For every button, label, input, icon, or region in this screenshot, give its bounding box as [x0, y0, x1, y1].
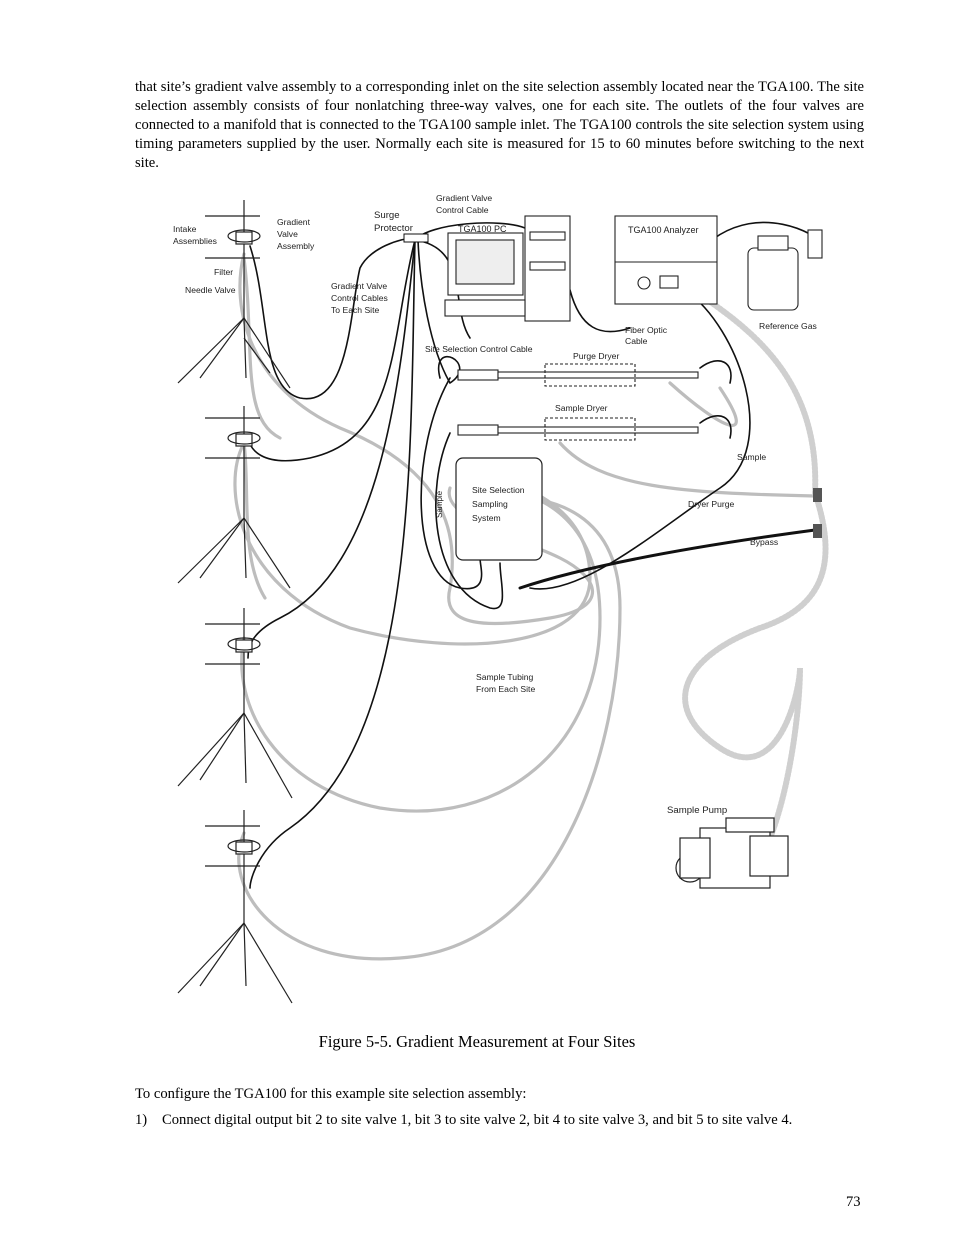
sample-dryer — [457, 417, 699, 441]
label-gradient: Gradient — [277, 217, 311, 227]
label-site-sel-cable: Site Selection Control Cable — [425, 344, 533, 354]
label-needle-valve: Needle Valve — [185, 285, 236, 295]
intake-mast-1 — [177, 200, 291, 389]
label-bypass: Bypass — [750, 537, 778, 547]
surge-protector — [403, 233, 429, 243]
label-gv-cables-2: Control Cables — [331, 293, 388, 303]
step-number: 1) — [135, 1112, 148, 1128]
label-protector: Protector — [374, 223, 414, 234]
tga100-pc — [444, 215, 571, 322]
label-gv-control-cable-2: Control Cable — [436, 205, 489, 215]
label-sample-dryer: Sample Dryer — [555, 403, 608, 413]
label-sss-2: Sampling — [472, 499, 508, 509]
site-selection-box — [455, 457, 543, 561]
page-number: 73 — [846, 1194, 861, 1210]
gradient-measurement-figure: Intake Assemblies Gradient Valve Assembl… — [160, 188, 840, 1008]
manifold-connector — [813, 488, 822, 502]
label-sss-1: Site Selection — [472, 485, 525, 495]
label-reference-gas: Reference Gas — [759, 321, 817, 331]
label-filter: Filter — [214, 267, 233, 277]
label-sss-3: System — [472, 513, 501, 523]
label-surge: Surge — [374, 210, 400, 221]
step-text: Connect digital output bit 2 to site val… — [162, 1112, 793, 1128]
intake-mast-3 — [177, 608, 293, 799]
label-gv-cables-3: To Each Site — [331, 305, 379, 315]
config-intro: To configure the TGA100 for this example… — [135, 1086, 527, 1102]
label-fiber-cable: Cable — [625, 336, 648, 346]
label-intake: Intake — [173, 224, 197, 234]
intake-mast-4 — [177, 810, 293, 1004]
step-item: 1) Connect digital output bit 2 to site v… — [135, 1112, 792, 1129]
figure-caption: Figure 5-5. Gradient Measurement at Four… — [318, 1032, 636, 1051]
control-cables — [247, 221, 817, 889]
purge-dryer — [457, 363, 699, 387]
label-dryer-purge: Dryer Purge — [688, 499, 735, 509]
label-tubing-1: Sample Tubing — [476, 672, 534, 682]
label-fiber-optic: Fiber Optic — [625, 325, 668, 335]
sample-pump — [675, 817, 789, 889]
label-purge-dryer: Purge Dryer — [573, 351, 619, 361]
label-sample-vertical: Sample — [435, 490, 444, 518]
label-gv-cables-1: Gradient Valve — [331, 281, 387, 291]
intro-paragraph: that site’s gradient valve assembly to a… — [135, 79, 864, 171]
manifold-connector — [813, 524, 822, 538]
label-sample-pump: Sample Pump — [667, 805, 727, 816]
label-tga-analyzer: TGA100 Analyzer — [628, 225, 699, 235]
label-assembly: Assembly — [277, 241, 315, 251]
reference-gas-cylinder — [747, 229, 823, 311]
label-sample-right: Sample — [737, 452, 766, 462]
label-gv-control-cable-1: Gradient Valve — [436, 193, 492, 203]
label-tubing-2: From Each Site — [476, 684, 535, 694]
intake-mast-2 — [177, 406, 291, 589]
label-tga-pc: TGA100 PC — [458, 224, 507, 234]
tga100-analyzer — [614, 215, 718, 305]
label-valve: Valve — [277, 229, 298, 239]
label-assemblies: Assemblies — [173, 236, 217, 246]
